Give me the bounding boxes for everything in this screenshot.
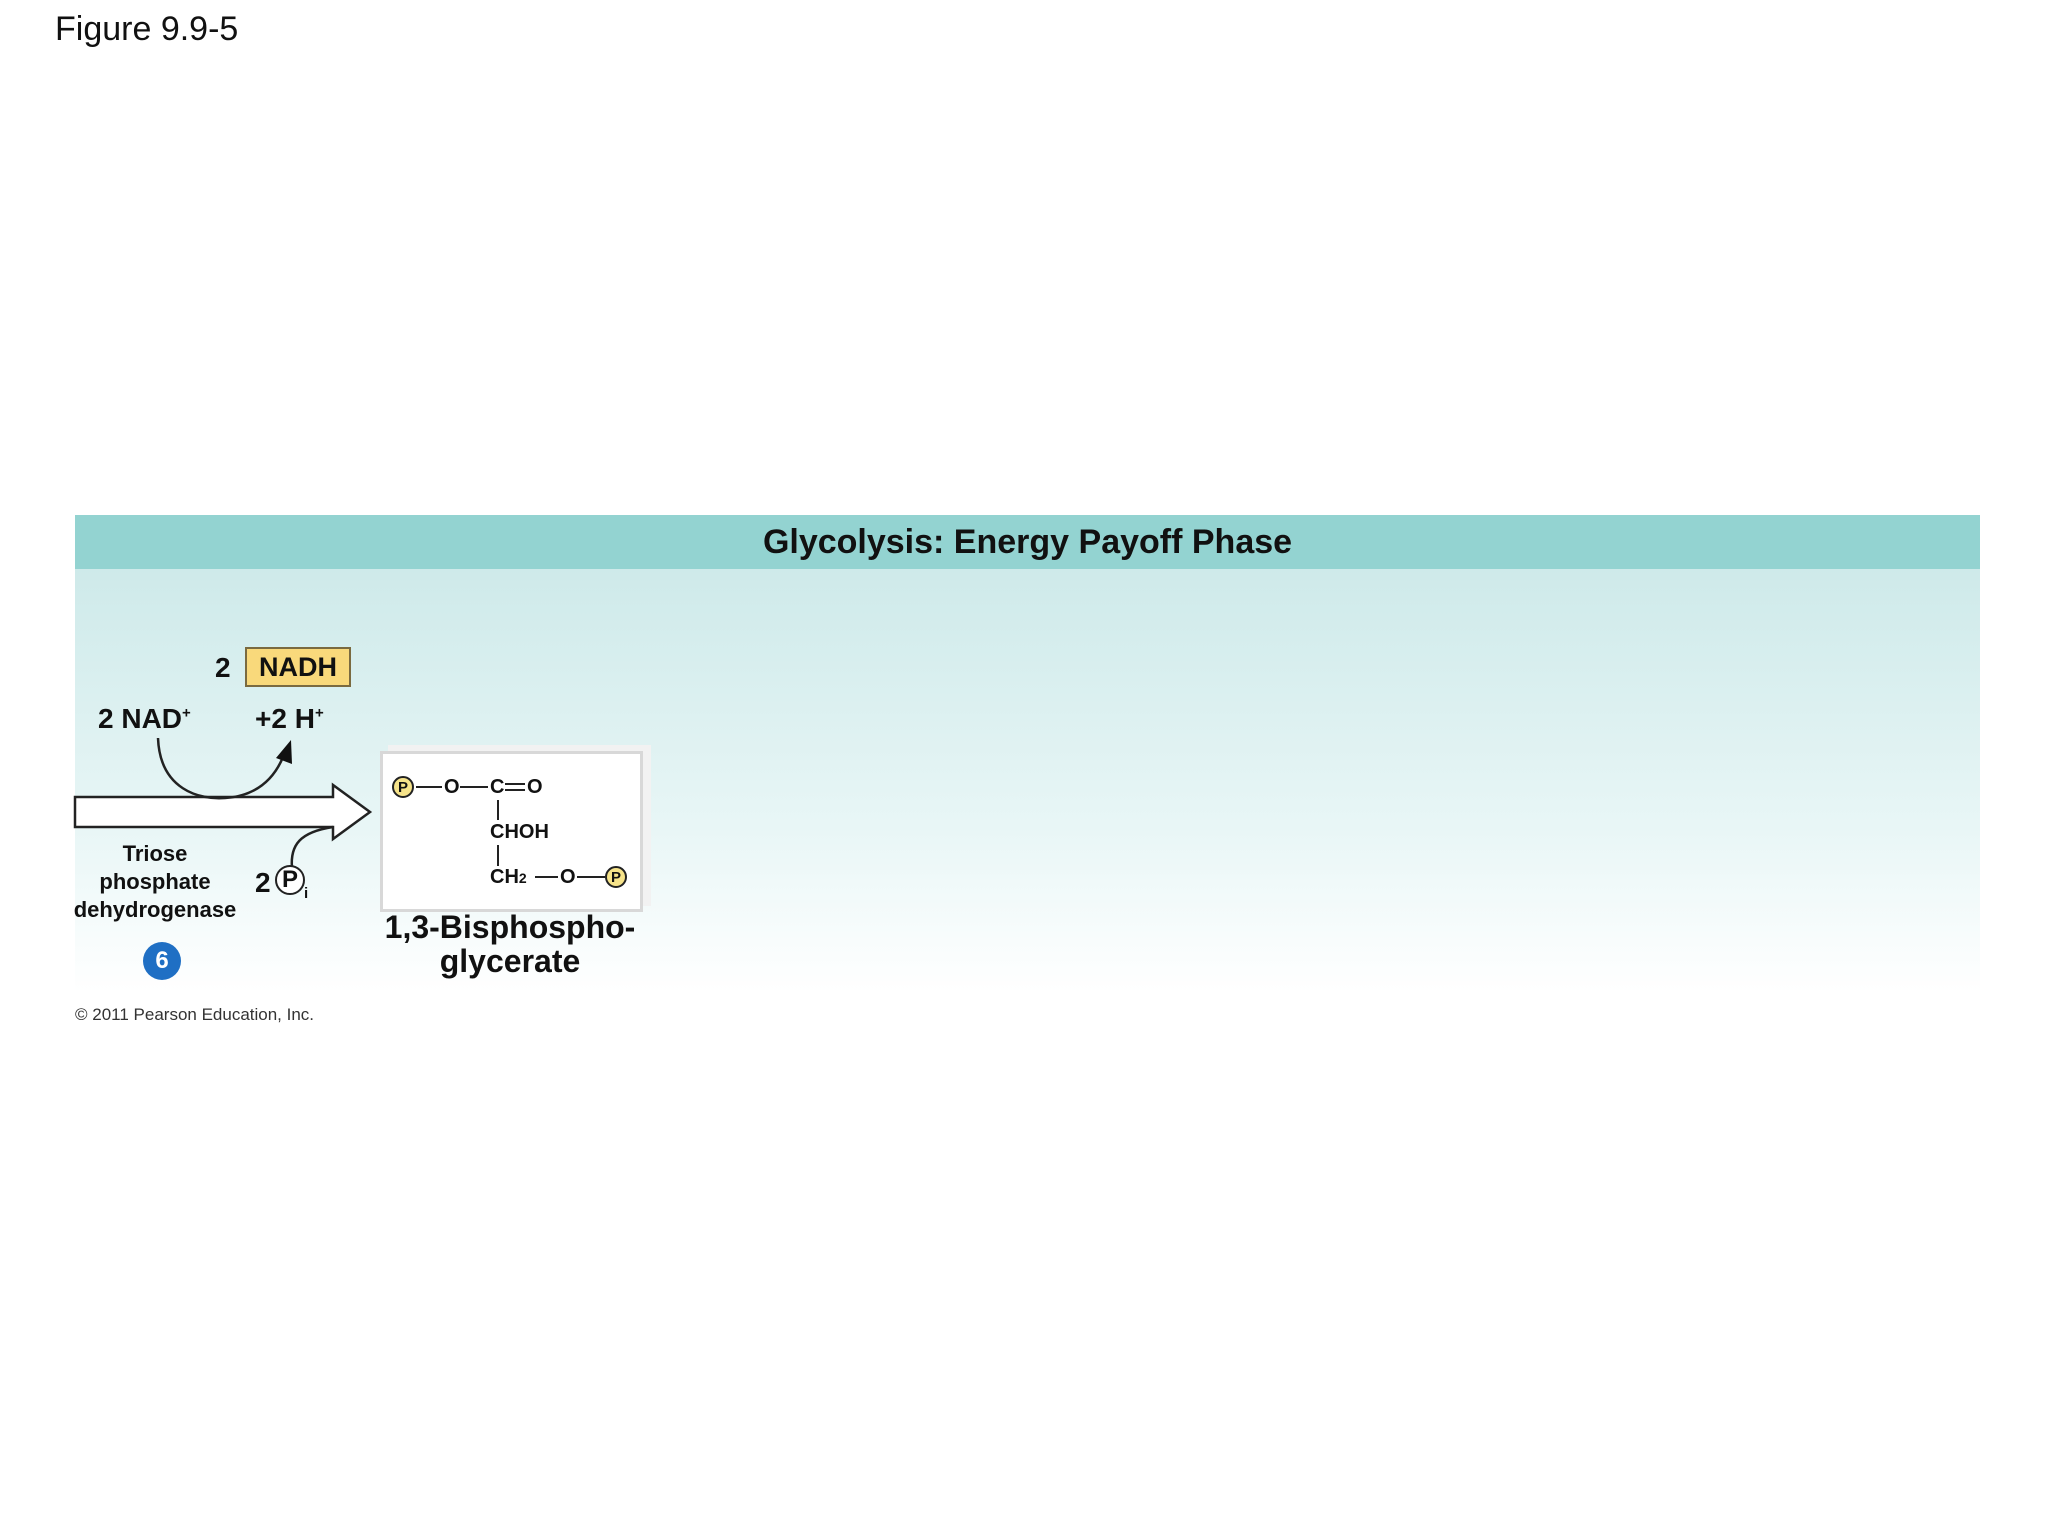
pi-symbol: P bbox=[275, 865, 305, 895]
mol-choh: CHOH bbox=[490, 821, 549, 843]
phosphate-group-1: P bbox=[392, 776, 414, 798]
hydrogen-superscript: + bbox=[314, 704, 324, 722]
nad-arrowhead bbox=[276, 740, 292, 764]
enzyme-line-1: Triose bbox=[122, 841, 188, 866]
nad-reduction-arrow bbox=[156, 737, 287, 800]
enzyme-name: Triose phosphate dehydrogenase bbox=[60, 840, 250, 924]
step-number-badge: 6 bbox=[143, 942, 181, 980]
enzyme-line-2: phosphate bbox=[99, 869, 211, 894]
mol-ch-text: CH bbox=[490, 866, 519, 888]
nad-label: 2 NAD+ bbox=[98, 703, 191, 735]
molecule-structure-card bbox=[380, 751, 643, 912]
pi-subscript: i bbox=[304, 885, 309, 902]
mol-oxygen-3: O bbox=[560, 866, 576, 888]
hydrogen-label: +2 H+ bbox=[255, 703, 324, 735]
figure-label: Figure 9.9-5 bbox=[55, 10, 239, 48]
phosphate-group-2: P bbox=[605, 866, 627, 888]
mol-oxygen-1: O bbox=[444, 776, 460, 798]
nadh-box: NADH bbox=[245, 647, 351, 687]
nad-text: 2 NAD bbox=[98, 703, 183, 734]
main-reaction-arrow bbox=[73, 782, 373, 842]
pi-count: 2 bbox=[255, 867, 271, 898]
mol-oxygen-2: O bbox=[527, 776, 543, 798]
mol-ch-subscript: 2 bbox=[518, 870, 527, 886]
nadh-count: 2 bbox=[215, 652, 231, 683]
copyright-notice: © 2011 Pearson Education, Inc. bbox=[75, 1005, 315, 1024]
hydrogen-text: +2 H bbox=[255, 703, 315, 734]
mol-ch2: CH2 bbox=[490, 866, 527, 889]
pi-letter: P bbox=[281, 866, 298, 893]
mol-carbon-1: C bbox=[490, 776, 505, 798]
nad-superscript: + bbox=[182, 704, 191, 722]
product-name-line-1: 1,3-Bisphospho- bbox=[384, 909, 636, 945]
pi-input-arrow bbox=[290, 825, 334, 869]
panel-title: Glycolysis: Energy Payoff Phase bbox=[75, 515, 1980, 569]
enzyme-line-3: dehydrogenase bbox=[73, 897, 237, 922]
product-name: 1,3-Bisphospho- glycerate bbox=[360, 910, 660, 978]
product-name-line-2: glycerate bbox=[439, 943, 581, 979]
